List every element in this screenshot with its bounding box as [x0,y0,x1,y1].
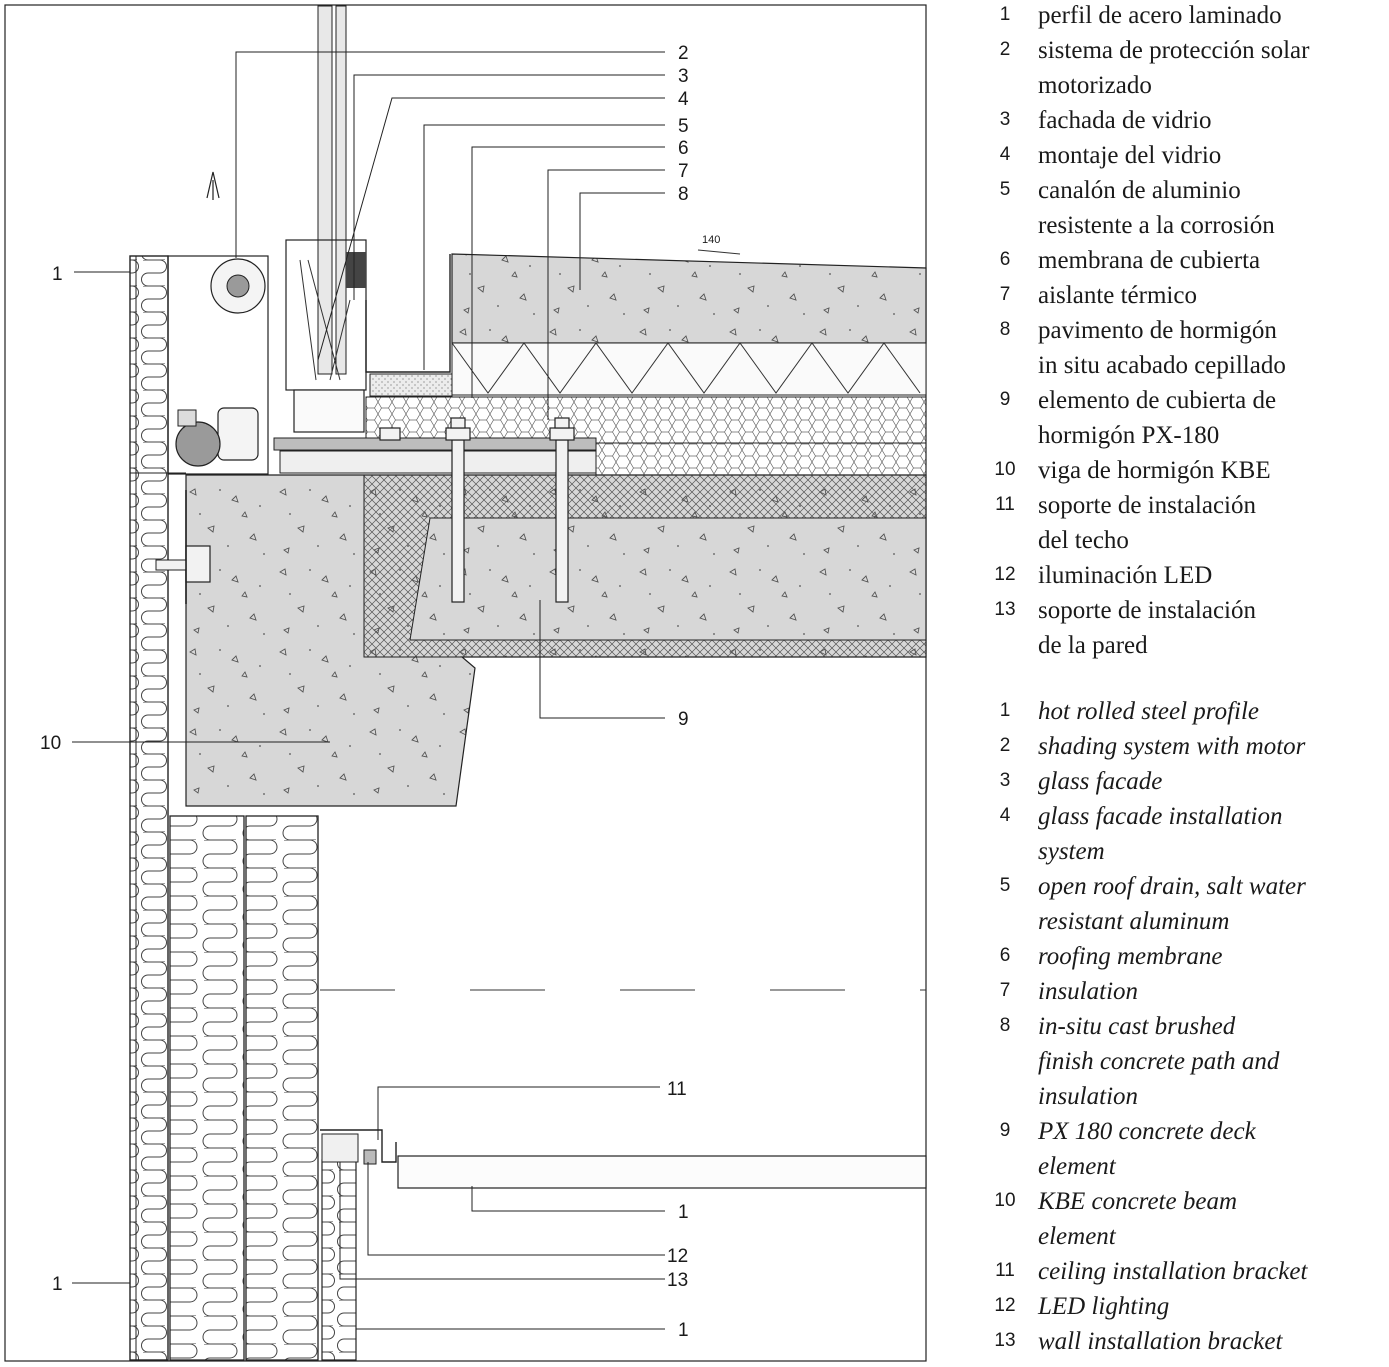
legend-text: LED lighting [1038,1293,1170,1320]
callout-1-bottom-right: 1 [678,1320,689,1341]
callout-10: 10 [40,733,61,754]
dimension-label: 140 [702,234,720,246]
legend-text: fachada de vidrio [1038,107,1212,134]
anchor-bolts [379,417,575,603]
legend-text: iluminación LED [1038,562,1213,589]
callout-labels: 1 2 3 4 5 6 7 8 9 10 11 1 12 13 1 1 [40,43,689,1341]
section-drawing: 140 1 2 3 4 5 6 7 8 9 10 11 1 12 13 1 [4,4,927,1362]
callout-3: 3 [678,66,689,87]
outer-wall-panel [129,255,186,1361]
legend-number: 2 [999,735,1011,756]
legend-text: perfil de acero laminado [1038,2,1282,29]
callout-2: 2 [678,43,689,64]
legend-text: roofing membrane [1038,943,1223,970]
callout-4: 4 [678,89,689,110]
concrete-beam [185,474,927,807]
legend-number: 8 [999,319,1011,340]
legend-number: 6 [999,945,1011,966]
legend-text: insulation [1038,978,1139,1005]
legend-text: KBE concrete beam element [1038,1188,1237,1250]
legend-text: open roof drain, salt water resistant al… [1038,873,1306,935]
legend-text: canalón de aluminio resistente a la corr… [1038,177,1275,239]
legend-number: 4 [999,805,1011,826]
legend-number: 5 [999,875,1011,896]
legend-text: soporte de instalación de la pared [1038,597,1256,659]
callout-7: 7 [678,161,689,182]
legend-text: shading system with motor [1038,733,1306,760]
legend-text: aislante térmico [1038,282,1197,309]
legend-text: soporte de instalación del techo [1038,492,1256,554]
legend-text: viga de hormigón KBE [1038,457,1271,484]
legend-text: montaje del vidrio [1038,142,1222,169]
legend-number: 8 [999,1015,1011,1036]
legend-number: 3 [999,109,1011,130]
callout-6: 6 [678,138,689,159]
callout-13: 13 [667,1270,688,1291]
legend-text: elemento de cubierta de hormigón PX-180 [1038,387,1277,449]
legend-number: 7 [999,980,1011,1001]
drawing-frame [4,4,927,1362]
callout-8: 8 [678,184,689,205]
legend-number: 10 [994,459,1016,480]
legend-number: 1 [999,4,1011,25]
led-strip [363,1149,377,1165]
callout-12: 12 [667,1246,688,1267]
legend-number: 4 [999,144,1011,165]
legend-text: PX 180 concrete deck element [1038,1118,1256,1180]
callout-1-ceiling: 1 [678,1202,689,1223]
legend-number: 10 [994,1190,1016,1211]
callout-11: 11 [667,1079,687,1100]
legend-text: hot rolled steel profile [1038,698,1260,725]
insulation-zigzag [451,342,921,394]
legend-text: membrana de cubierta [1038,247,1261,274]
legend-number: 6 [999,249,1011,270]
glass-facade [285,5,367,433]
legend-text: glass facade installation system [1038,803,1283,865]
legend-number: 7 [999,284,1011,305]
legend-text: sistema de protección solar motorizado [1038,37,1310,99]
shading-system [167,171,269,475]
legend-number: 13 [994,599,1016,620]
legend-number: 11 [995,494,1015,515]
roof-drain [365,254,453,397]
legend-number: 13 [994,1330,1016,1351]
callout-9: 9 [678,709,689,730]
ceiling [320,989,927,1189]
legend-number: 9 [999,389,1011,410]
legend-text: ceiling installation bracket [1038,1258,1308,1285]
legend-text: pavimento de hormigón in situ acabado ce… [1038,317,1286,379]
roof-buildup [273,253,927,476]
legend-number: 1 [999,700,1011,721]
legend-number: 3 [999,770,1011,791]
legend-text: glass facade [1038,768,1163,795]
legend-number: 11 [995,1260,1015,1281]
callout-1-bottom-left: 1 [52,1274,63,1295]
interior-wall-panels [169,815,357,1361]
legend-text: wall installation bracket [1038,1328,1283,1355]
callout-5: 5 [678,116,689,137]
legend-text: in-situ cast brushed finish concrete pat… [1038,1013,1280,1110]
legend-number: 9 [999,1120,1011,1141]
legend-number: 2 [999,39,1011,60]
legend-number: 5 [999,179,1011,200]
callout-1-top: 1 [52,264,63,285]
wall-anchor [155,490,211,604]
legend-number: 12 [994,1295,1016,1316]
leader-lines [72,51,665,1330]
legend-number: 12 [994,564,1016,585]
